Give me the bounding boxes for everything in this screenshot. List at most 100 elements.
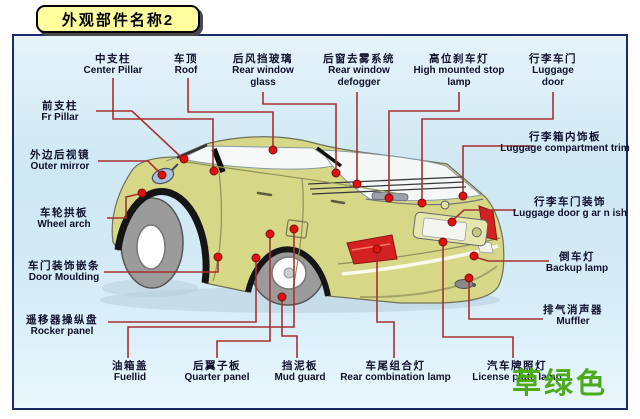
title-box: 外观部件名称2 bbox=[36, 5, 200, 33]
trunk-emblem bbox=[440, 200, 450, 210]
label-rear-window-glass-en: Rear window glass bbox=[232, 65, 294, 88]
label-fr-pillar-zh: 前支柱 bbox=[42, 100, 78, 112]
connector-high-mounted-stop-lamp bbox=[388, 92, 460, 195]
connector-mud-guard bbox=[281, 299, 298, 358]
label-outer-mirror-en: Outer mirror bbox=[30, 161, 90, 172]
dot-high-mounted-stop-lamp bbox=[384, 193, 394, 203]
dot-backup-lamp bbox=[469, 251, 479, 261]
connector-backup-lamp bbox=[474, 256, 549, 262]
dot-mud-guard bbox=[277, 292, 287, 302]
connector-fuel-lid bbox=[127, 231, 295, 358]
dot-rear-combination-lamp bbox=[372, 244, 382, 254]
connector-luggage-compartment-trim bbox=[462, 145, 534, 194]
connector-rocker-panel bbox=[108, 260, 257, 323]
trunk-seam bbox=[365, 198, 484, 206]
connector-luggage-door bbox=[421, 92, 554, 200]
dot-roof bbox=[268, 145, 278, 155]
connector-fr-pillar bbox=[96, 110, 182, 158]
dot-muffler bbox=[464, 273, 474, 283]
label-mud-guard-zh: 挡泥板 bbox=[282, 360, 318, 372]
label-rocker-panel-en: Rocker panel bbox=[30, 326, 94, 337]
label-rocker-panel-zh: 遥移器操纵盘 bbox=[26, 314, 98, 326]
front-door-handle bbox=[256, 191, 273, 197]
front-wheel-arch bbox=[114, 188, 210, 284]
label-quarter-panel-zh: 后翼子板 bbox=[193, 360, 241, 372]
label-rear-combination-lamp-en: Rear combination lamp bbox=[340, 372, 451, 383]
label-outer-mirror-zh: 外边后视镜 bbox=[30, 149, 90, 161]
dot-fr-pillar bbox=[179, 154, 189, 164]
label-fuel-lid-zh: 油箱盖 bbox=[112, 360, 148, 372]
connector-outer-mirror bbox=[98, 160, 161, 174]
label-backup-lamp-en: Backup lamp bbox=[545, 263, 609, 274]
label-roof-zh: 车顶 bbox=[174, 53, 198, 65]
rear-hub bbox=[283, 267, 295, 279]
label-fr-pillar-en: Fr Pillar bbox=[41, 112, 79, 123]
label-fuel-lid-en: Fuellid bbox=[113, 372, 147, 383]
label-mud-guard-en: Mud guard bbox=[274, 372, 326, 383]
label-rear-window-defogger-en: Rear window defogger bbox=[328, 65, 390, 88]
label-luggage-door-garnish-en: Luggage door g ar n ish bbox=[513, 208, 627, 219]
connector-luggage-door-garnish bbox=[452, 209, 516, 221]
label-door-moulding-en: Door Moulding bbox=[28, 272, 100, 283]
dot-rear-window-defogger bbox=[352, 179, 362, 189]
label-rear-combination-lamp-zh: 车尾组合灯 bbox=[365, 360, 426, 372]
connector-rear-combination-lamp bbox=[376, 250, 395, 358]
tail-lamp-left bbox=[346, 234, 398, 265]
watermark: 草绿色 bbox=[512, 368, 609, 400]
label-roof-en: Roof bbox=[174, 65, 198, 76]
label-quarter-panel-en: Quarter panel bbox=[184, 372, 250, 383]
c-pillar bbox=[315, 146, 343, 168]
label-muffler-en: Muffler bbox=[556, 316, 590, 327]
connector-wheel-arch bbox=[107, 193, 140, 219]
label-wheel-arch-zh: 车轮拱板 bbox=[40, 207, 88, 219]
dot-quarter-panel bbox=[265, 229, 275, 239]
callout-dots bbox=[137, 145, 479, 302]
label-wheel-arch-en: Wheel arch bbox=[37, 219, 91, 230]
label-door-moulding-zh: 车门装饰嵌条 bbox=[28, 260, 100, 272]
bumper-lower-edge bbox=[359, 265, 498, 299]
dot-luggage-compartment-trim bbox=[458, 191, 468, 201]
front-wheel bbox=[120, 197, 184, 289]
connectors bbox=[96, 78, 554, 358]
b-pillar bbox=[211, 147, 226, 174]
dot-rear-window-glass bbox=[331, 168, 341, 178]
label-center-pillar-zh: 中支柱 bbox=[95, 53, 131, 65]
connector-roof bbox=[187, 78, 274, 147]
label-luggage-door-en: Luggage door bbox=[532, 65, 574, 88]
connector-door-moulding bbox=[104, 259, 219, 273]
label-high-mounted-stop-lamp-en: High mounted stop lamp bbox=[413, 65, 505, 88]
dot-outer-mirror bbox=[157, 170, 167, 180]
rear-door-handle bbox=[330, 199, 346, 205]
label-luggage-door-garnish-zh: 行李车门装饰 bbox=[534, 196, 606, 208]
connector-rear-window-glass bbox=[262, 92, 337, 170]
connector-center-pillar bbox=[112, 78, 214, 168]
dot-center-pillar bbox=[209, 166, 219, 176]
dot-license-plate-lamp bbox=[438, 237, 448, 247]
label-muffler-zh: 排气消声器 bbox=[543, 304, 603, 316]
connector-quarter-panel bbox=[216, 236, 271, 358]
label-rear-window-glass-zh: 后风挡玻璃 bbox=[233, 53, 293, 65]
label-luggage-compartment-trim-zh: 行李箱内饰板 bbox=[529, 131, 601, 143]
dot-rocker-panel bbox=[251, 253, 261, 263]
label-rear-window-defogger-zh: 后窗去雾系统 bbox=[323, 53, 395, 65]
dot-luggage-door-garnish bbox=[447, 217, 457, 227]
label-luggage-compartment-trim-en: Luggage compartment trim bbox=[500, 143, 630, 154]
